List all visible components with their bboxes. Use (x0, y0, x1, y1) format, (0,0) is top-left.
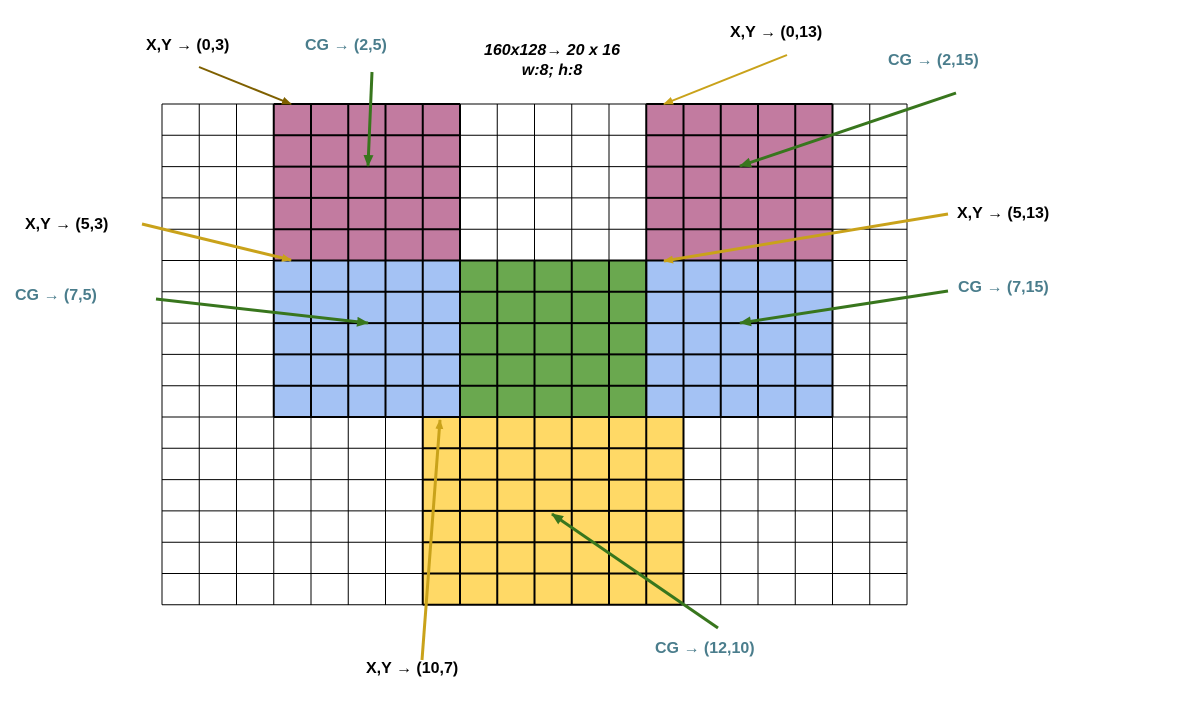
pixel-grid (161, 103, 908, 606)
arrow-cg-12-10 (551, 512, 719, 630)
arrow-xy-5-13 (663, 212, 949, 264)
label-xy-5-3: X,Y → (5,3) (25, 216, 109, 233)
block-center (460, 260, 647, 417)
title-line-2: w:8; h:8 (521, 62, 583, 79)
arrow-cg-2-15 (739, 91, 957, 168)
block-mid-left (273, 260, 460, 417)
label-cg-7-15: CG → (7,15) (958, 279, 1049, 296)
label-xy-5-13: X,Y → (5,13) (957, 205, 1050, 222)
title-line-1: 160x128→ 20 x 16 (483, 42, 621, 59)
label-xy-0-13: X,Y → (0,13) (730, 24, 823, 41)
label-cg-2-5: CG → (2,5) (305, 37, 387, 54)
block-top-right (646, 104, 833, 261)
label-xy-10-7: X,Y → (10,7) (366, 660, 459, 677)
arrow-xy-0-13 (663, 54, 788, 105)
arrow-xy-10-7 (420, 419, 444, 661)
arrow-cg-2-5 (363, 71, 374, 167)
arrow-cg-7-5 (155, 297, 369, 327)
arrow-cg-7-15 (739, 289, 949, 327)
arrow-xy-5-3 (141, 222, 292, 262)
label-cg-7-5: CG → (7,5) (15, 287, 97, 304)
label-cg-2-15: CG → (2,15) (888, 52, 979, 69)
block-mid-right (646, 260, 833, 417)
arrow-xy-0-3 (198, 66, 292, 105)
block-top-left (273, 104, 460, 261)
label-cg-12-10: CG → (12,10) (655, 640, 755, 657)
diagram-title: 160x128→ 20 x 16 w:8; h:8 (452, 42, 652, 80)
label-xy-0-3: X,Y → (0,3) (146, 37, 230, 54)
